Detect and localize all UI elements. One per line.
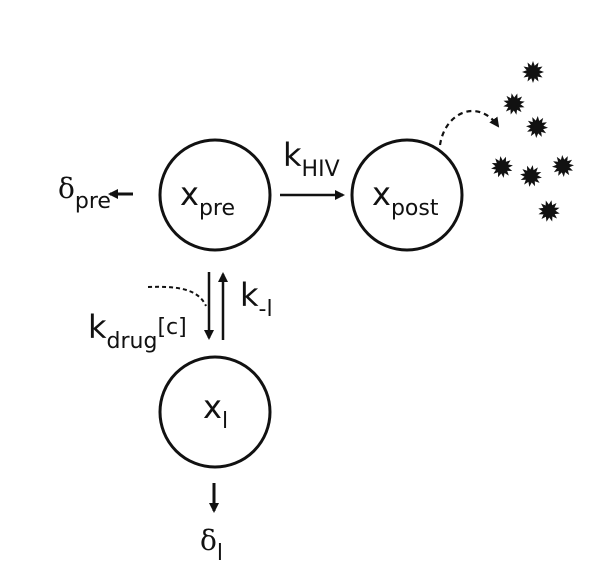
node-x-latent-sub: l [222,409,228,434]
label-k-hiv: kHIV [283,136,340,182]
label-k-minus-l: k-l [240,276,273,322]
svg-text:xpre: xpre [180,175,235,221]
svg-text:xpost: xpost [372,175,439,221]
virion-particle-icon [538,200,560,222]
node-x-post-base: x [372,175,391,213]
node-x-pre-sub: pre [199,196,235,221]
virion-particle-icon [520,165,542,187]
node-x-latent-base: x [203,388,222,426]
virion-particle-icon [526,116,548,138]
node-x-post: xpost [350,138,464,252]
virion-cluster [491,61,574,222]
virion-release-dashed-arrow [438,109,500,146]
node-x-latent: xl [158,355,272,469]
drug-influence-dashed-curve [147,285,207,307]
virion-particle-icon [522,61,544,83]
label-delta-pre: δpre [58,172,111,214]
virion-particle-icon [503,93,525,115]
label-k-drug: kdrug[c] [88,308,187,354]
svg-text:xl: xl [203,388,228,434]
virion-particle-icon [491,156,513,178]
virion-particle-icon [552,155,574,177]
node-x-post-sub: post [391,196,439,221]
node-x-pre-base: x [180,175,199,213]
label-delta-l: δl [200,524,223,566]
node-x-pre: xpre [158,138,272,252]
